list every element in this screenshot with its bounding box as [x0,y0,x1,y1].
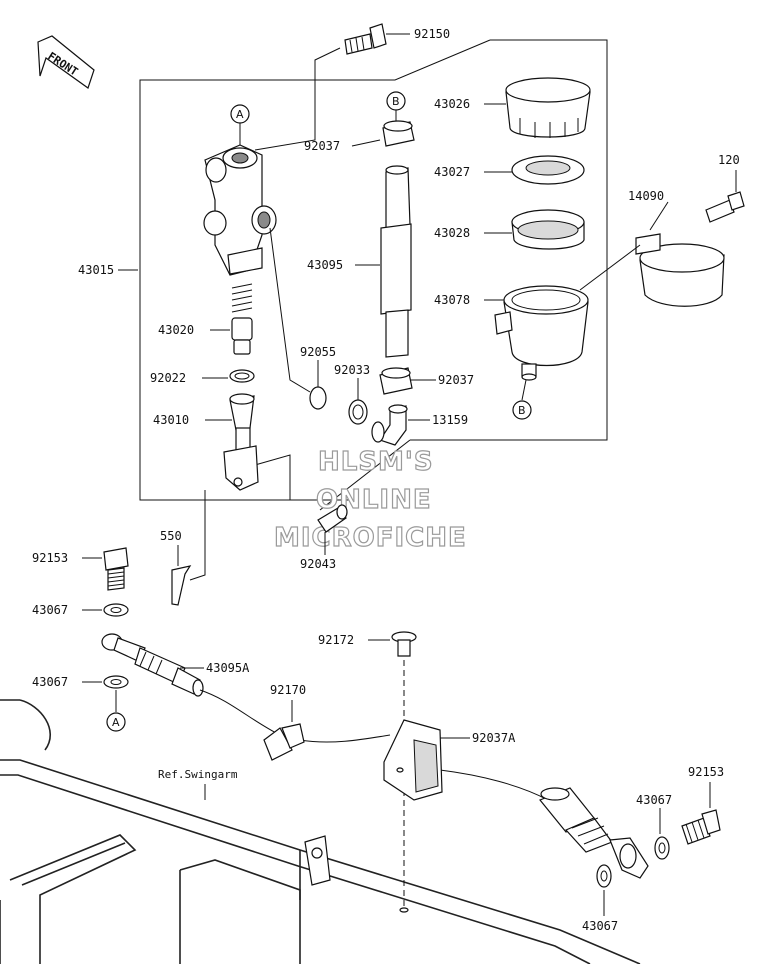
banjo-bolt-92153-left[interactable] [103,547,129,591]
part-label-43015: 43015 [78,263,114,277]
part-label-43067-d: 43067 [582,919,618,933]
part-label-92055: 92055 [300,345,336,359]
brake-hose-caliper-end[interactable] [539,787,649,879]
circlip-92033[interactable] [348,399,368,425]
part-label-14090: 14090 [628,189,664,203]
hose-clamp-92037-top[interactable] [382,120,415,147]
front-direction-indicator: FRONT [37,35,95,89]
o-ring-92055[interactable] [309,386,327,410]
piston-spring-43020[interactable] [231,283,253,355]
part-label-43028: 43028 [434,226,470,240]
ref-swingarm-label: Ref.Swingarm [158,768,238,781]
washer-43067-a[interactable] [103,603,129,617]
diaphragm-43028[interactable] [511,209,585,250]
part-label-92153-right: 92153 [688,765,724,779]
banjo-bolt-92153-right[interactable] [681,809,721,845]
hose-clamp-92170[interactable] [263,723,305,761]
swingarm-reference-outline [0,699,641,964]
part-label-43020: 43020 [158,323,194,337]
marker-circle-b-top: B [386,91,406,122]
part-label-43026: 43026 [434,97,470,111]
cotter-pin-550[interactable] [171,565,192,606]
part-label-43095A: 43095A [206,661,250,675]
washer-43067-d[interactable] [596,864,612,888]
hose-clamp-92037-mid[interactable] [379,367,413,395]
washer-43067-b[interactable] [103,675,129,689]
bolt-92150[interactable] [344,23,387,55]
svg-text:A: A [236,108,244,121]
push-rod-43010[interactable] [223,393,259,491]
part-label-13159: 13159 [432,413,468,427]
part-label-43010: 43010 [153,413,189,427]
pin-92043[interactable] [317,504,348,533]
part-label-92037A: 92037A [472,731,516,745]
hose-fitting-13159[interactable] [371,404,408,446]
part-label-92033: 92033 [334,363,370,377]
part-label-92153-left: 92153 [32,551,68,565]
part-label-92037-mid: 92037 [438,373,474,387]
diaphragm-plate-43027[interactable] [511,155,585,185]
part-label-43067-c: 43067 [636,793,672,807]
hose-guide-92037A[interactable] [383,719,443,801]
svg-text:MICROFICHE: MICROFICHE [274,523,467,553]
circlip-92022[interactable] [229,369,255,383]
part-label-120: 120 [718,153,740,167]
part-label-43067-a: 43067 [32,603,68,617]
reservoir-hose-43095[interactable] [380,165,412,358]
assembly-bracket-lines [139,39,608,511]
svg-text:B: B [518,404,526,417]
brake-hose-43095A[interactable] [101,633,204,697]
marker-circle-b-bottom: B [512,379,532,420]
part-label-92150: 92150 [414,27,450,41]
part-label-92170: 92170 [270,683,306,697]
svg-text:B: B [392,95,400,108]
part-label-550: 550 [160,529,182,543]
part-label-43067-b: 43067 [32,675,68,689]
part-label-92022: 92022 [150,371,186,385]
part-label-43078: 43078 [434,293,470,307]
marker-circle-a-top: A [230,104,250,145]
screw-120[interactable] [705,191,745,223]
marker-circle-a-bottom: A [106,690,126,732]
part-label-92037-top: 92037 [304,139,340,153]
reservoir-cap-43026[interactable] [505,77,591,138]
washer-43067-c[interactable] [654,836,670,860]
svg-text:A: A [112,716,120,729]
reservoir-43078[interactable] [494,285,589,381]
part-label-43027: 43027 [434,165,470,179]
svg-text:HLSM'S: HLSM'S [318,447,434,477]
master-cylinder-body[interactable] [203,144,277,276]
reservoir-bracket-14090[interactable] [635,233,725,307]
part-label-92043: 92043 [300,557,336,571]
part-label-92172: 92172 [318,633,354,647]
bolt-92172[interactable] [391,631,417,657]
watermark: HLSM'S ONLINE MICROFICHE [273,446,467,553]
part-label-43095: 43095 [307,258,343,272]
